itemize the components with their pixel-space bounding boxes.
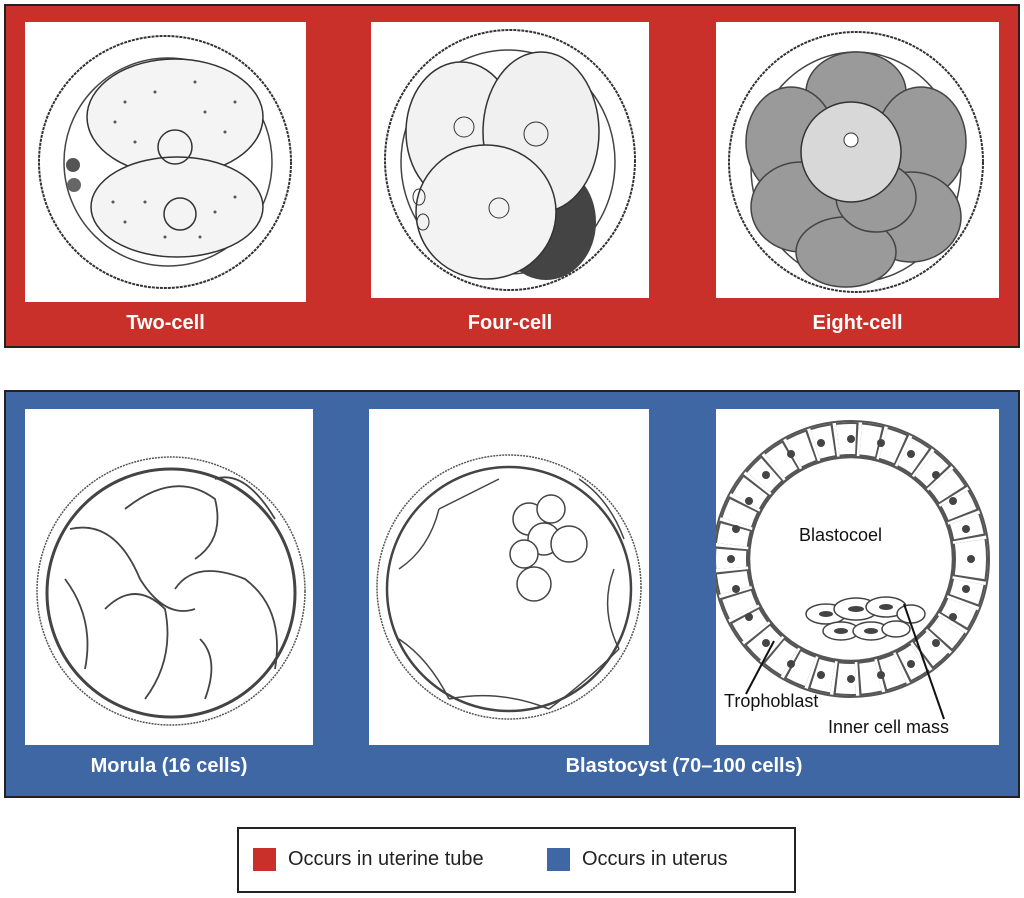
legend-label-uterine-tube: Occurs in uterine tube [288,848,484,870]
legend-label-uterus: Occurs in uterus [582,848,728,870]
four-cell-label: Four-cell [467,312,553,334]
eight-cell-label: Eight-cell [812,312,903,334]
morula-drawing [36,456,306,726]
two-cell-drawing [38,35,292,289]
morula-label: Morula (16 cells) [90,755,248,777]
legend-item-uterine-tube: Occurs in uterine tube [253,848,484,871]
two-cell-label: Two-cell [126,312,205,334]
eight-cell-illustration [716,22,999,298]
blastocyst-label: Blastocyst (70–100 cells) [565,755,803,777]
four-cell-illustration [371,22,649,298]
two-cell-illustration [25,22,306,302]
legend: Occurs in uterine tube Occurs in uterus [237,827,796,893]
blue-swatch-icon [547,848,570,871]
red-swatch-icon [253,848,276,871]
uterine-tube-panel: Two-cell Four-cell [4,4,1020,348]
legend-item-uterus: Occurs in uterus [547,848,728,871]
eight-cell-drawing [728,31,984,293]
blastocyst-drawing [376,454,642,720]
blastocyst-cross-section: Blastocoel Trophoblast Inner cell mass [716,409,999,745]
four-cell-drawing [384,29,636,291]
blastocyst-illustration [369,409,649,745]
inner-cell-mass-callout: Inner cell mass [828,717,950,737]
morula-illustration [25,409,313,745]
trophoblast-callout: Trophoblast [724,691,819,711]
blastocoel-callout: Blastocoel [799,525,883,545]
blastocyst-cross-section-drawing [716,420,990,720]
uterus-panel: Morula (16 cells) [4,390,1020,798]
